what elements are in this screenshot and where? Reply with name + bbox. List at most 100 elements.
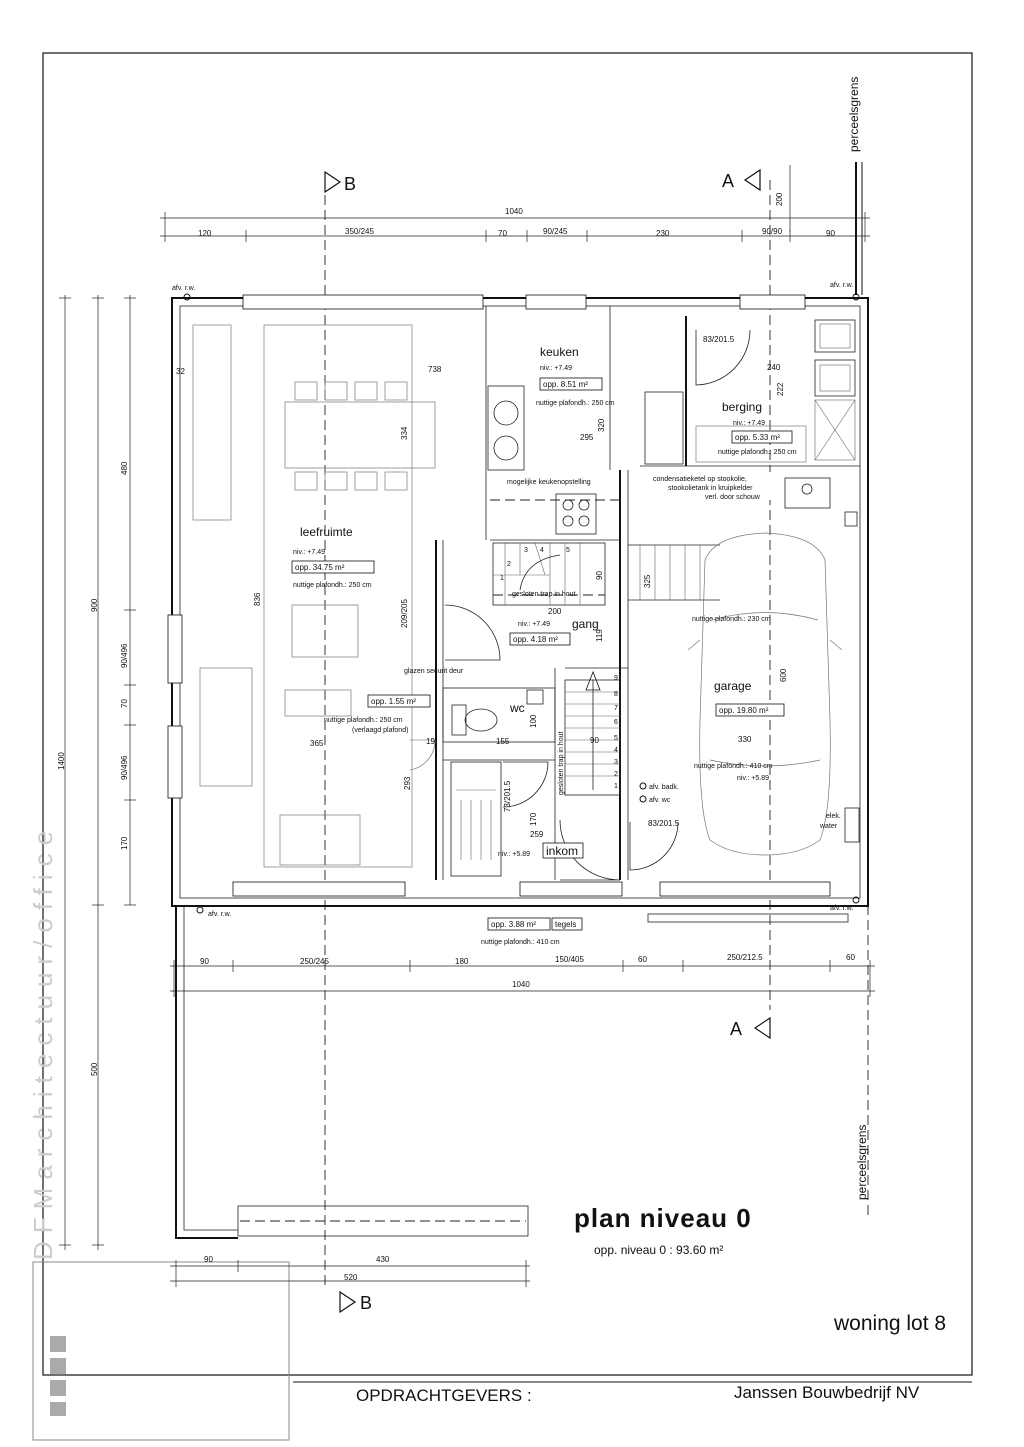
yard-outline [175,906,849,1239]
exterior-walls [167,294,869,907]
room-garage: nuttige plafondh.: 230 cm garage opp. 19… [692,616,785,782]
leefruimte-opp: opp. 34.75 m² [295,563,345,572]
inkom-plafond: nuttige plafondh.: 410 cm [481,939,560,946]
dimension-labels: 1040 120 350/245 70 90/245 230 90/90 90 … [57,192,855,1282]
dim-90: 90 [595,571,604,580]
boundary-label-bottom: perceelsgrens [855,1125,869,1200]
garage-name: garage [714,679,752,693]
dim-155: 155 [496,737,510,746]
note-glazen-deur: glazen securit deur [404,668,464,675]
stairs-upper [492,542,606,606]
doors [409,329,751,881]
dim-334: 334 [400,426,409,440]
dim-bot-250-2125: 250/212.5 [727,953,763,962]
wc-opp: opp. 1.55 m² [371,697,416,706]
kitchen-fixtures [487,385,684,535]
note-afv-badk: afv. badk. [649,784,679,791]
room-gang: niv.: +7.49 gang opp. 4.18 m² [509,617,599,646]
wc-plafond: nuttige plafondh.: 250 cm [324,717,403,724]
stair-low-3: 3 [614,759,618,766]
stair-low-9: 9 [614,675,618,682]
dim-19: 19 [426,737,435,746]
section-a-top-arrow [743,168,761,192]
room-berging: berging niv.: +7.49 opp. 5.33 m² nuttige… [718,400,797,456]
dim-left-1400: 1400 [57,752,66,770]
section-b-top-label: B [344,174,356,194]
inkom-niv: niv.: +5.89 [498,851,530,858]
stair-step-5: 5 [566,547,570,554]
dim-left-90-496a: 90/496 [120,643,129,668]
dim-738: 738 [428,365,442,374]
note-water: water [819,823,838,830]
note-gesloten-top: gesloten trap in hout [512,591,575,598]
property-boundary [855,162,869,1220]
berging-niv: niv.: +7.49 [733,420,765,427]
dim-119: 119 [595,629,604,642]
note-gesloten-bot: gesloten trap in hout [558,732,565,795]
stair-numbers: 1 2 3 4 5 1 2 3 4 5 6 7 8 9 [500,547,618,790]
dim-bot-60b: 60 [846,953,855,962]
section-a-bottom-label: A [730,1019,742,1039]
dim-bot-90: 90 [200,957,209,966]
note-keukenopstelling: mogelijke keukenopstelling [507,479,591,486]
gang-name: gang [572,617,599,631]
stair-low-5: 5 [614,735,618,742]
note-afv-wc: afv. wc [649,797,671,804]
berging-name: berging [722,400,762,414]
dim-222: 222 [776,382,785,396]
dim-bot-180: 180 [455,957,469,966]
dim-320: 320 [597,418,606,432]
dim-top-350-245: 350/245 [345,227,374,236]
stair-step-4: 4 [540,547,544,554]
dim-top-90-90: 90/90 [762,227,783,236]
inkom-name: inkom [546,844,578,858]
stair-low-8: 8 [614,691,618,698]
car-outline [687,532,843,856]
gang-niv: niv.: +7.49 [518,621,550,628]
dim-90b: 90 [590,736,599,745]
dim-259: 259 [530,830,544,839]
note-afv-rw-br: afv. r.w. [830,905,853,912]
dim-83-2015a: 83/201.5 [703,335,735,344]
bottom-dimensions [170,960,875,1287]
section-b-bottom-label: B [360,1293,372,1313]
leefruimte-name: leefruimte [300,525,353,539]
dim-100: 100 [529,714,538,728]
client-label: OPDRACHTGEVERS : [356,1386,532,1405]
leefruimte-plafond: nuttige plafondh.: 250 cm [293,582,372,589]
room-inkom: niv.: +5.89 inkom opp. 3.88 m² tegels nu… [481,842,584,946]
room-leefruimte: leefruimte niv.: +7.49 opp. 34.75 m² nut… [291,525,375,589]
dim-left-500: 500 [90,1062,99,1076]
dim-yard-90: 90 [204,1255,213,1264]
leefruimte-niv: niv.: +7.49 [293,549,325,556]
dim-top-120: 120 [198,229,212,238]
dim-yard-430: 430 [376,1255,390,1264]
dim-top-200: 200 [775,192,784,206]
dim-left-900: 900 [90,598,99,612]
plan-total-area: opp. niveau 0 : 93.60 m² [594,1243,724,1257]
keuken-niv: niv.: +7.49 [540,365,572,372]
plan-title: plan niveau 0 [574,1203,752,1233]
stair-low-7: 7 [614,705,618,712]
berging-opp: opp. 5.33 m² [735,433,780,442]
dim-left-70: 70 [120,699,129,708]
garage-niv: niv.: +5.89 [737,775,769,782]
note-afv-rw-bl: afv. r.w. [208,911,231,918]
note-ketel-1: condensatieketel op stookolie, [653,476,747,483]
note-ketel-3: verl. door schouw [705,494,761,501]
dim-73-2015: 73/201.5 [503,780,512,812]
keuken-plafond: nuttige plafondh.: 250 cm [536,400,615,407]
dim-top-total: 1040 [505,207,523,216]
dim-200: 200 [548,607,562,616]
dim-83-2015b: 83/201.5 [648,819,680,828]
dim-bot-250-245: 250/245 [300,957,329,966]
logo-box [32,1261,290,1441]
client-name: Janssen Bouwbedrijf NV [734,1383,920,1402]
left-dimensions [59,295,136,1250]
dim-32: 32 [176,367,185,376]
garage-plafond-top: nuttige plafondh.: 230 cm [692,616,771,623]
drain-markers [183,293,860,914]
dim-bot-150-405: 150/405 [555,955,584,964]
stair-low-1: 1 [614,783,618,790]
